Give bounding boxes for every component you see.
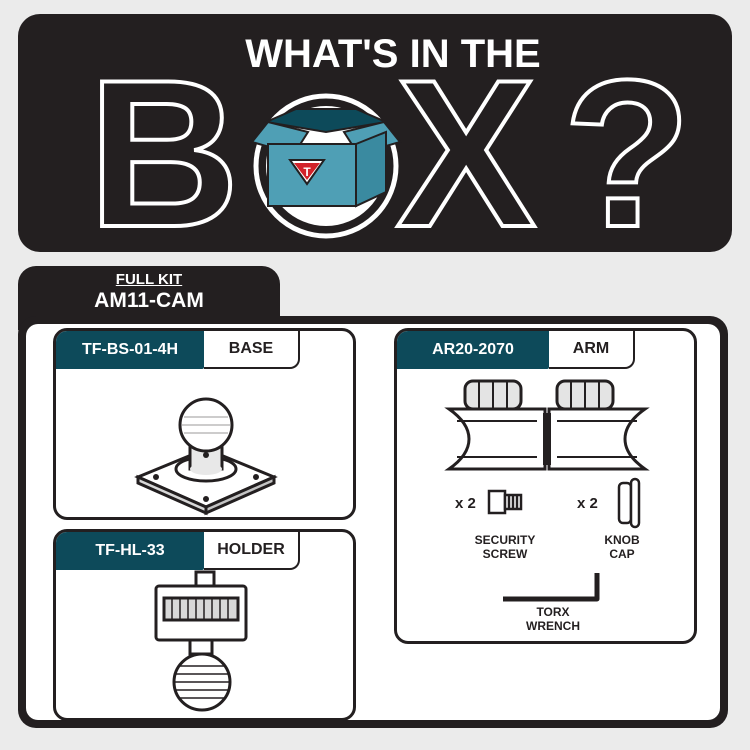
base-code: TF-BS-01-4H bbox=[56, 331, 204, 369]
screw-quantity: x 2 bbox=[455, 495, 476, 512]
holder-card: TF-HL-33 HOLDER bbox=[53, 529, 356, 721]
header-letter-b: B bbox=[88, 36, 240, 252]
arm-code: AR20-2070 bbox=[397, 331, 549, 369]
kit-label: FULL KIT bbox=[115, 271, 183, 288]
torx-wrench-icon bbox=[503, 573, 600, 602]
logo-letter: T bbox=[303, 165, 311, 179]
base-card: TF-BS-01-4H BASE bbox=[53, 328, 356, 520]
header-question-mark: ? bbox=[563, 36, 691, 252]
holder-name: HOLDER bbox=[204, 532, 300, 570]
security-screw-icon bbox=[487, 489, 523, 515]
cap-quantity: x 2 bbox=[577, 495, 598, 512]
header-letter-x: X bbox=[396, 36, 536, 252]
base-illustration bbox=[134, 397, 278, 516]
header-graphic: WHAT'S IN THE B X ? T bbox=[86, 32, 693, 252]
header-title: WHAT'S IN THE bbox=[245, 32, 540, 76]
box-icon: T bbox=[250, 93, 402, 239]
holder-illustration bbox=[154, 570, 248, 712]
header-banner: WHAT'S IN THE B X ? T bbox=[18, 14, 732, 252]
base-name: BASE bbox=[204, 331, 300, 369]
kit-code: AM11-CAM bbox=[94, 289, 204, 312]
cap-label: KNOB CAP bbox=[604, 533, 640, 561]
arm-illustration bbox=[444, 379, 650, 602]
knob-cap-icon bbox=[617, 477, 641, 529]
holder-code: TF-HL-33 bbox=[56, 532, 204, 570]
arm-card: AR20-2070 ARM bbox=[394, 328, 697, 644]
arm-name: ARM bbox=[549, 331, 635, 369]
wrench-label: TORX WRENCH bbox=[526, 605, 580, 633]
screw-label: SECURITY SCREW bbox=[474, 533, 536, 561]
